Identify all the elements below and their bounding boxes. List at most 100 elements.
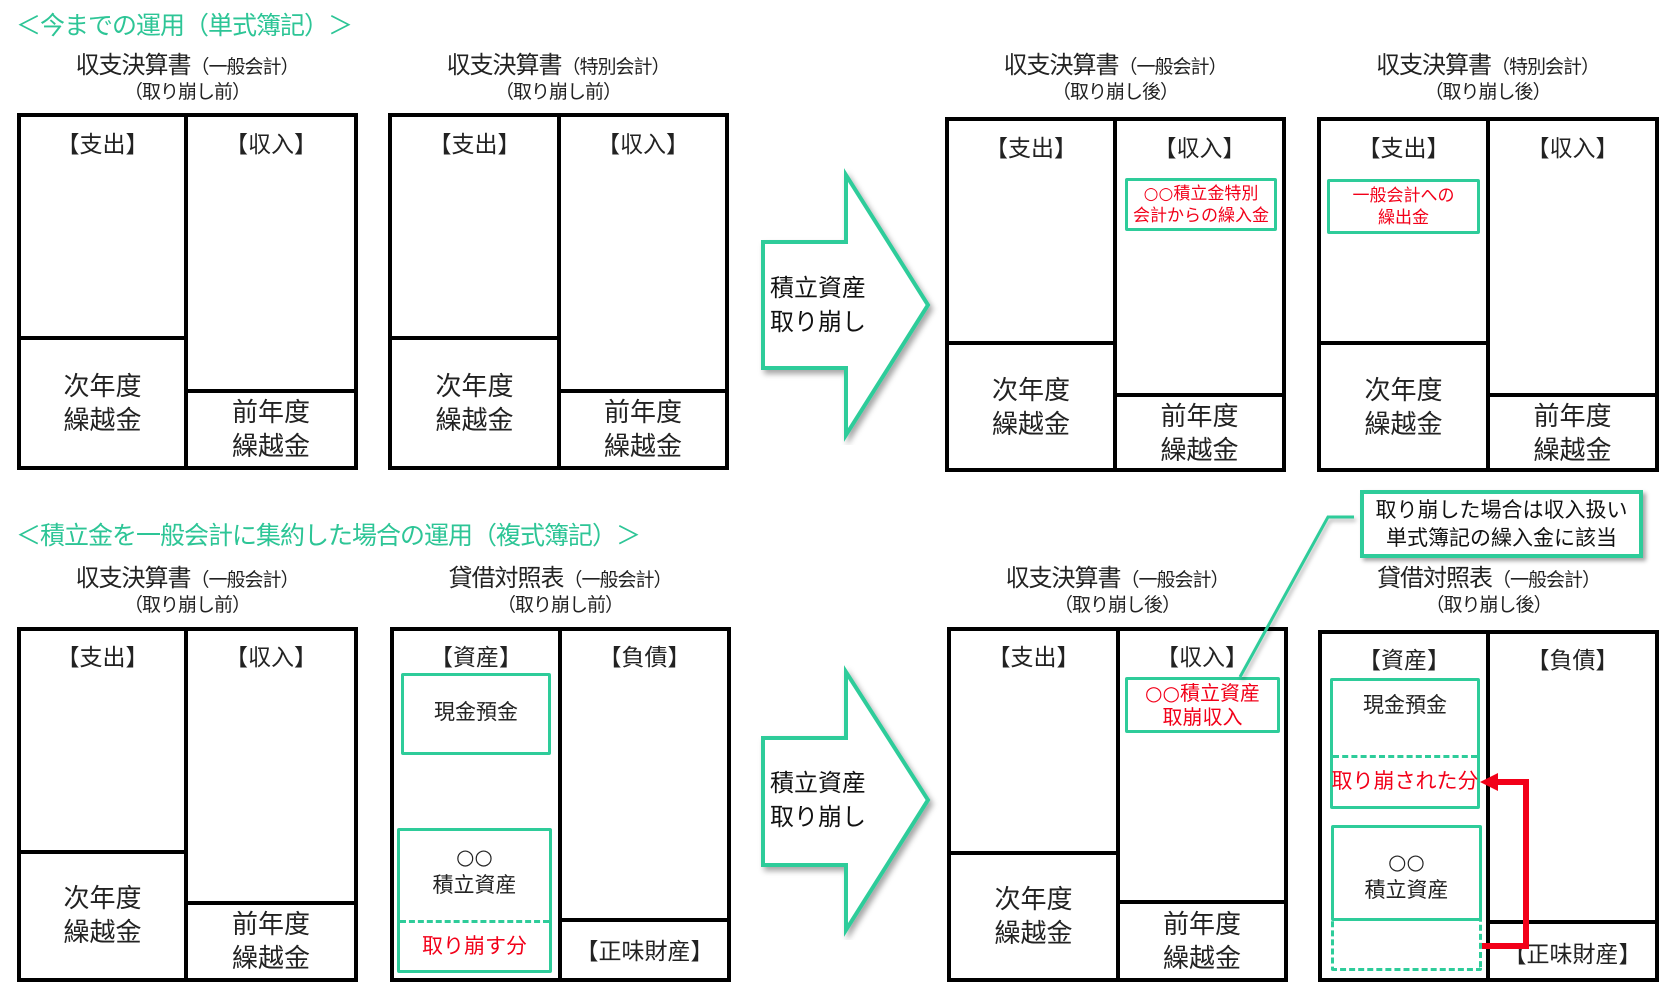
title-sub: （一般会計） (190, 569, 299, 591)
income-header: 【収入】 (1153, 136, 1246, 162)
expense-header: 【支出】 (1357, 136, 1450, 162)
title-main: 収支決算書 (446, 51, 562, 79)
arrow-label: 積立資産取り崩し (770, 274, 866, 336)
next-year-carryover: 次年度繰越金 (63, 884, 142, 948)
column-divider (1486, 630, 1490, 982)
prev-year-carryover: 前年度繰越金 (1162, 910, 1241, 974)
transfer-arrow-icon (1480, 773, 1529, 949)
title-main: 収支決算書 (75, 51, 191, 79)
liabilities-header: 【負債】 (1526, 648, 1619, 674)
withdrawn-amount: 取り崩された分 (1331, 769, 1479, 793)
dashed-divider (400, 920, 549, 923)
liabilities-header: 【負債】 (598, 645, 691, 671)
title-main: 収支決算書 (75, 564, 191, 592)
transition-arrow-bottom: 積立資産取り崩し (755, 660, 945, 940)
expense-header: 【支出】 (56, 132, 149, 158)
transfer-in-highlight: ○○積立金特別会計からの繰入金 (1125, 178, 1277, 231)
row-divider-left (388, 336, 558, 340)
row-divider-right (1486, 920, 1659, 924)
reserve-assets-box: ○○積立資産 (1331, 825, 1482, 921)
panel-title: 収支決算書（一般会計） (947, 558, 1287, 593)
prev-year-carryover: 前年度繰越金 (1533, 402, 1612, 466)
prev-year-carryover: 前年度繰越金 (231, 910, 310, 974)
expense-header: 【支出】 (985, 136, 1077, 162)
transition-arrow-top: 積立資産取り崩し (755, 165, 945, 445)
title-sub: （一般会計） (1491, 569, 1601, 591)
arrow-label: 積立資産取り崩し (770, 769, 866, 831)
title-main: 貸借対照表 (1376, 564, 1493, 592)
column-divider (184, 113, 188, 470)
panel-subtitle: （取り崩し後） (1051, 81, 1179, 103)
column-divider (557, 113, 561, 470)
column-divider (1486, 117, 1490, 472)
dashed-divider (1333, 755, 1477, 758)
panel-title: 収支決算書（一般会計） (945, 45, 1285, 80)
row-divider-left (17, 850, 186, 854)
row-divider-right (558, 918, 731, 922)
row-divider-left (17, 336, 186, 340)
prev-year-carryover: 前年度繰越金 (603, 398, 682, 462)
panel-subtitle: （取り崩し前） (494, 81, 622, 103)
panel-title: 貸借対照表（一般会計） (390, 558, 730, 593)
next-year-carryover: 次年度繰越金 (994, 885, 1073, 949)
row-divider-right (557, 389, 729, 393)
callout-leader-line (1238, 515, 1354, 678)
title-sub: （一般会計） (563, 569, 672, 591)
title-main: 収支決算書 (1375, 51, 1492, 79)
amount-to-withdraw: 取り崩す分 (422, 934, 527, 958)
cash-deposits-box: 現金預金 (401, 673, 551, 755)
next-year-carryover: 次年度繰越金 (435, 372, 514, 436)
panel-title: 収支決算書（特別会計） (1317, 45, 1658, 80)
panel-subtitle: （取り崩し前） (123, 594, 251, 616)
title-sub: （一般会計） (1118, 56, 1227, 78)
income-header: 【収入】 (225, 132, 317, 158)
title-sub: （一般会計） (190, 56, 299, 78)
income-header: 【収入】 (225, 645, 317, 671)
assets-header: 【資産】 (1358, 648, 1450, 674)
income-header: 【収入】 (597, 132, 689, 158)
row-divider-right (1486, 393, 1659, 397)
row-divider-right (1113, 393, 1286, 397)
panel-title: 貸借対照表（一般会計） (1318, 558, 1659, 593)
reserve-withdrawal-income-highlight: ○○積立資産取崩収入 (1125, 677, 1280, 733)
next-year-carryover: 次年度繰越金 (63, 372, 142, 436)
next-year-carryover: 次年度繰越金 (991, 376, 1070, 440)
panel-subtitle: （取り崩し後） (1053, 594, 1181, 616)
column-divider (558, 627, 562, 982)
panel-subtitle: （取り崩し後） (1424, 81, 1551, 103)
title-main: 収支決算書 (1005, 564, 1121, 592)
right-arrow-icon (761, 168, 931, 442)
section-heading-single-entry: ＜今までの運用（単式簿記）＞ (16, 11, 353, 40)
assets-header: 【資産】 (430, 645, 522, 671)
transfer-out-highlight: 一般会計への繰出金 (1327, 179, 1480, 234)
row-divider-left (945, 341, 1115, 345)
callout-note: 取り崩した場合は収入扱い 単式簿記の繰入金に該当 (1360, 490, 1643, 558)
reserve-assets-box: ○○積立資産 取り崩す分 (397, 828, 552, 973)
panel-subtitle: （取り崩し前） (123, 81, 251, 103)
panel-title: 収支決算書（特別会計） (388, 45, 728, 80)
row-divider-right (1116, 900, 1288, 904)
panel-title: 収支決算書（一般会計） (17, 45, 357, 80)
row-divider-left (1317, 341, 1488, 345)
income-header: 【収入】 (1156, 645, 1248, 671)
title-main: 収支決算書 (1003, 51, 1119, 79)
withdrawn-reserve-placeholder (1331, 918, 1482, 971)
section-heading-double-entry: ＜積立金を一般会計に集約した場合の運用（複式簿記）＞ (16, 521, 641, 550)
expense-header: 【支出】 (56, 645, 149, 671)
prev-year-carryover: 前年度繰越金 (1160, 402, 1239, 466)
prev-year-carryover: 前年度繰越金 (231, 398, 310, 462)
right-arrow-icon (761, 665, 931, 937)
row-divider-left (947, 851, 1118, 855)
next-year-carryover: 次年度繰越金 (1364, 376, 1443, 440)
title-main: 貸借対照表 (448, 564, 564, 592)
column-divider (184, 627, 188, 982)
title-sub: （特別会計） (1490, 56, 1600, 78)
cash-deposits-box: 現金預金 取り崩された分 (1330, 678, 1480, 809)
row-divider-right (184, 389, 358, 393)
income-header: 【収入】 (1526, 136, 1619, 162)
panel-subtitle: （取り崩し前） (496, 594, 624, 616)
expense-header: 【支出】 (428, 132, 521, 158)
title-sub: （一般会計） (1120, 569, 1229, 591)
expense-header: 【支出】 (987, 645, 1080, 671)
title-sub: （特別会計） (561, 56, 670, 78)
